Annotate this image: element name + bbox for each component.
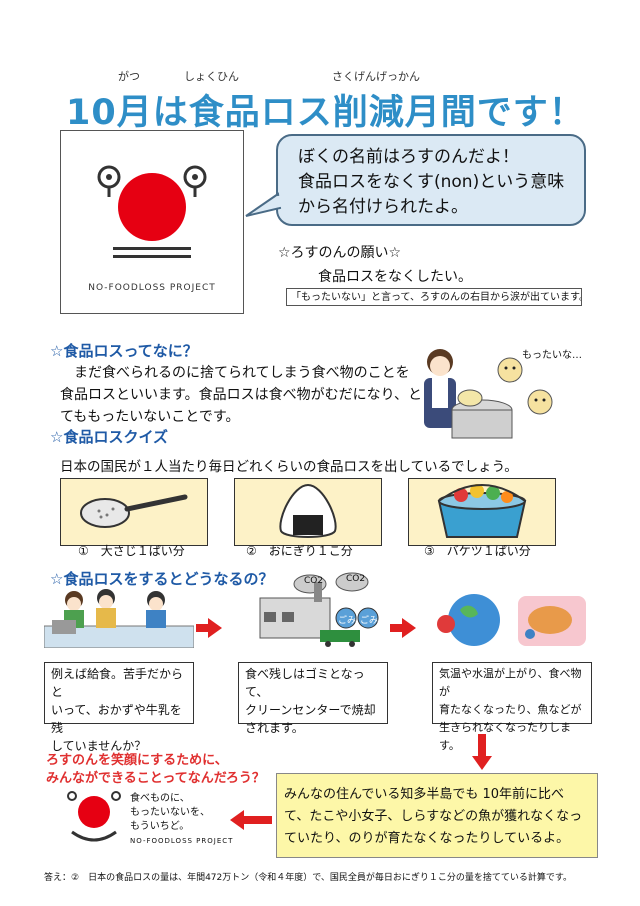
caption-2-line-1: 食べ残しはゴミとなって、 — [245, 667, 365, 699]
yellow-line-1: みんなの住んでいる知多半島でも 10年前に比べ — [284, 787, 565, 802]
section3-heading: ☆食品ロスをするとどうなるの？ — [50, 570, 274, 588]
section1-body: まだ食べられるのに捨てられてしまう食べ物のことを 食品ロスといいます。食品ロスは… — [60, 362, 422, 428]
wish-heading: ☆ろすのんの願い☆ — [278, 245, 402, 261]
section1-line-3: てももったいないことです。 — [60, 409, 240, 425]
arrow-2-icon — [402, 618, 416, 638]
bucket-icon — [437, 484, 527, 538]
quiz-option-2-label: ② おにぎり１こ分 — [246, 544, 353, 558]
rosunon-smile-icon — [67, 791, 121, 842]
logo-caption: NO-FOODLOSS PROJECT — [88, 283, 216, 293]
title-ruby-1: がつ — [118, 70, 140, 83]
wish-text: 食品ロスをなくしたい。 — [318, 269, 472, 285]
onigiri-icon — [279, 483, 337, 538]
chita-peninsula-text: みんなの住んでいる知多半島でも 10年前に比べ て、たこや小女子、しらすなどの魚… — [284, 784, 582, 850]
bubble-text: ぼくの名前はろすのんだよ！ 食品ロスをなくす(non)という意味 から名付けられ… — [298, 145, 564, 220]
gomi-bag-1: ごみ — [338, 616, 357, 626]
bottom-logo-line-2: もったいないを、 — [130, 807, 210, 818]
section1-heading: ☆食品ロスってなに？ — [50, 342, 198, 360]
incineration-illustration — [259, 572, 379, 647]
bottom-question: ろすのんを笑顔にするために、 みんなができることってなんだろう？ — [46, 752, 265, 788]
school-lunch-illustration — [44, 589, 194, 648]
quiz-heading: ☆食品ロスクイズ — [50, 428, 168, 446]
bottom-logo-line-1: 食べものに、 — [130, 793, 190, 804]
bottom-logo-text: 食べものに、 もったいないを、 もういちど。 NO-FOODLOSS PROJE… — [130, 792, 233, 848]
arrow-1-shaft — [196, 624, 208, 632]
co2-label-1: CO2 — [304, 576, 324, 586]
caption-1: 例えば給食。苦手だからと いって、おかずや牛乳を残 していませんか？ — [44, 662, 194, 753]
quiz-question: 日本の国民が１人当たり毎日どれくらいの食品ロスを出しているでしょう。 — [60, 459, 518, 475]
caption-1-line-3: していませんか？ — [51, 739, 147, 753]
yellow-line-3: ていたり、のりが育たなくなったりしているよ。 — [284, 831, 570, 846]
speech-mottainai: もったいな… — [522, 350, 582, 361]
answer-text: 答え：② 日本の食品ロスの量は、年間472万トン（令和４年度）で、国民全員が毎日… — [44, 873, 572, 883]
caption-3-line-3: 生きられなくなったりします。 — [439, 721, 571, 752]
warming-illustration — [437, 594, 586, 646]
title-ruby-2: しょくひん — [184, 70, 239, 83]
bubble-line-1: ぼくの名前はろすのんだよ！ — [298, 147, 519, 167]
arrow-1-icon — [208, 618, 222, 638]
quiz-option-3-label: ③ バケツ１ぱい分 — [424, 544, 531, 558]
arrow-down-icon — [472, 756, 492, 770]
caption-2-line-3: されます。 — [245, 721, 304, 735]
section1-line-2: 食品ロスといいます。食品ロスは食べ物がむだになり、と — [60, 387, 423, 403]
arrow-2-shaft — [390, 624, 402, 632]
caption-1-line-2: いって、おかずや牛乳を残 — [51, 703, 182, 735]
title-ruby-3: さくげんげっかん — [332, 70, 420, 83]
arrow-left-icon — [230, 810, 244, 830]
co2-label-2: CO2 — [346, 574, 366, 584]
logo-rosunon: NO-FOODLOSS PROJECT — [60, 130, 244, 314]
chita-peninsula-box — [276, 773, 598, 858]
caption-1-line-1: 例えば給食。苦手だからと — [51, 667, 184, 699]
quiz-option-2-box — [234, 478, 382, 546]
caption-3: 気温や水温が上がり、食べ物が 育たなくなったり、魚などが 生きられなくなったりし… — [432, 662, 592, 752]
bubble-line-3: から名付けられたよ。 — [298, 197, 468, 217]
page-title: 10月は食品ロス削減月間です！ — [66, 93, 585, 133]
spoon-icon — [80, 494, 188, 528]
caption-2-line-2: クリーンセンターで焼却 — [245, 703, 376, 717]
caption-3-line-1: 気温や水温が上がり、食べ物が — [439, 667, 582, 698]
bottom-logo-line-3: もういちど。 — [130, 821, 190, 832]
yellow-line-2: て、たこや小女子、しらすなどの魚が獲れなくなっ — [284, 809, 583, 824]
quiz-option-1-label: ① 大さじ１ぱい分 — [78, 544, 185, 558]
wish-note: 「もったいない」と言って、ろすのんの右目から涙が出ています。 — [286, 288, 582, 306]
bottom-question-line-2: みんなができることってなんだろう？ — [46, 771, 265, 786]
bubble-tail-icon — [245, 192, 282, 217]
gomi-bag-2: ごみ — [360, 616, 379, 626]
speech-bubble — [276, 134, 586, 226]
quiz-option-1-box — [60, 478, 208, 546]
quiz-option-3-box — [408, 478, 556, 546]
rosunon-face-icon — [97, 165, 207, 258]
caption-2: 食べ残しはゴミとなって、 クリーンセンターで焼却 されます。 — [238, 662, 388, 735]
caption-3-line-2: 育たなくなったり、魚などが — [439, 703, 582, 716]
bubble-line-2: 食品ロスをなくす(non)という意味 — [298, 172, 565, 192]
section1-line-1: まだ食べられるのに捨てられてしまう食べ物のことを — [74, 365, 410, 381]
woman-leftovers-illustration — [424, 349, 553, 439]
bottom-question-line-1: ろすのんを笑顔にするために、 — [46, 753, 228, 768]
arrow-left-shaft — [244, 816, 272, 824]
arrow-down-shaft — [478, 734, 486, 758]
bottom-logo-caption: NO-FOODLOSS PROJECT — [130, 837, 234, 845]
